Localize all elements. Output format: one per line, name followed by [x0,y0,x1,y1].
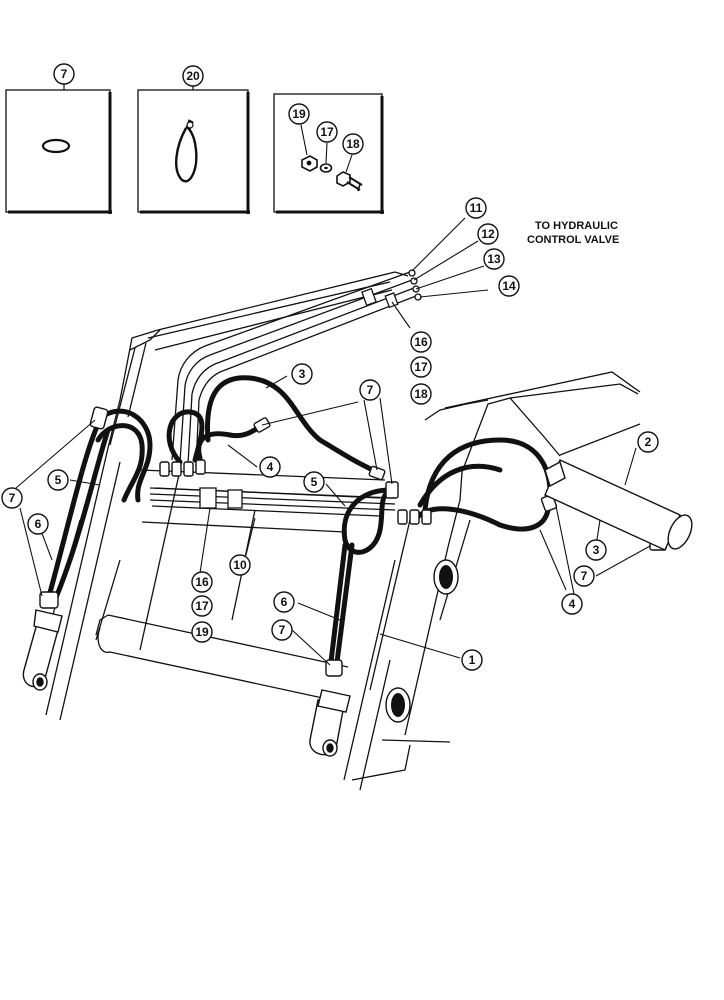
hoses [45,375,668,673]
callout-11: 11 [470,201,483,215]
loader-frame [39,271,641,791]
callout-17-upper: 17 [414,360,428,374]
callout-inset-20: 20 [186,69,200,83]
callout-5-left: 5 [55,473,62,487]
callout-16-upper: 16 [414,335,428,349]
callout-6-left: 6 [35,517,42,531]
callout-7-lower: 7 [279,623,286,637]
nut-icon [301,155,318,172]
callout-12: 12 [481,227,495,241]
callout-inset-17: 17 [320,125,334,139]
callout-4-right: 4 [569,597,576,611]
callout-circles [1,197,659,671]
note-line-1: TO HYDRAULIC [535,220,618,232]
inset-fasteners: 19 17 18 [273,93,384,214]
callout-7-right: 7 [581,569,588,583]
note-line-2: CONTROL VALVE [527,234,619,246]
callout-labels: 11 12 13 14 16 17 18 3 7 4 5 7 6 5 16 17… [9,201,652,667]
callout-3-upper: 3 [299,367,306,381]
callout-10: 10 [233,558,247,572]
inset-hose-clamp: 20 [137,65,250,214]
callout-16-lower: 16 [195,575,209,589]
callout-6-right: 6 [281,595,288,609]
callout-19-lower: 19 [195,625,209,639]
callout-1: 1 [469,653,476,667]
callout-5-right: 5 [311,475,318,489]
bolt-icon [336,171,363,192]
callout-inset-7: 7 [61,67,68,81]
hose-clamp-icon [175,119,198,183]
callout-3-right: 3 [593,543,600,557]
o-ring-icon [41,138,71,154]
cylinders [22,459,693,757]
frame-holes [385,559,459,723]
inset-o-ring: 7 [5,63,112,214]
leader-lines [15,217,651,666]
callout-13: 13 [487,252,501,266]
callout-14: 14 [502,279,516,293]
callout-inset-18: 18 [346,137,360,151]
callout-7-upper: 7 [367,383,374,397]
callout-2: 2 [645,435,652,449]
fittings [39,406,667,677]
washer-icon [319,163,333,173]
callout-inset-19: 19 [292,107,306,121]
callout-4-left: 4 [267,460,274,474]
callout-7-left: 7 [9,491,16,505]
callout-18-upper: 18 [414,387,428,401]
callout-17-lower: 17 [195,599,209,613]
